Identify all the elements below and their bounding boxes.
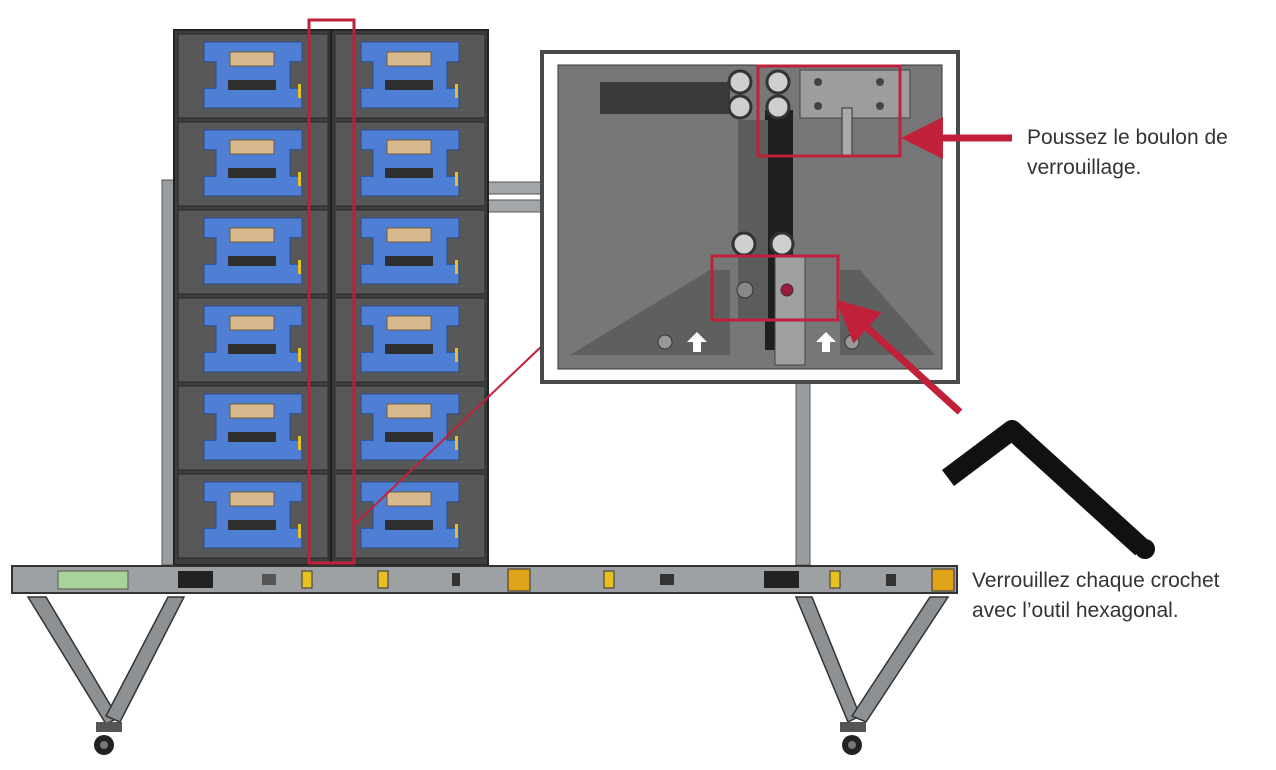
cabinet-module — [334, 473, 486, 559]
callout-hex-tool-line1: Verrouillez chaque crochet — [972, 569, 1220, 592]
cabinet-modules — [177, 33, 486, 559]
cabinet-module — [177, 33, 329, 119]
callout-lock-bolt-line2: verrouillage. — [1027, 156, 1142, 179]
highlight-lock-bolt — [756, 64, 902, 158]
lock-bolt — [841, 107, 853, 157]
callout-hex-tool: Verrouillez chaque crochet avec l’outil … — [972, 566, 1219, 626]
arrow-up-icon — [816, 332, 836, 352]
arrow-up-left-icon — [836, 299, 963, 415]
cabinet-module — [177, 209, 329, 295]
cabinet-module — [334, 209, 486, 295]
base-beam — [11, 565, 958, 594]
callout-hex-tool-line2: avec l’outil hexagonal. — [972, 599, 1179, 622]
cabinet-module — [177, 385, 329, 471]
callout-lock-bolt: Poussez le boulon de verrouillage. — [1027, 123, 1228, 183]
highlight-column — [307, 18, 356, 565]
callout-lock-bolt-line1: Poussez le boulon de — [1027, 126, 1228, 149]
cabinet-module — [177, 297, 329, 383]
cabinet-module — [334, 121, 486, 207]
cabinet-module — [334, 33, 486, 119]
zoom-rollers — [657, 69, 884, 350]
hex-key-icon — [942, 420, 1155, 559]
zoom-detail-panel — [540, 50, 960, 384]
highlight-hook — [710, 254, 840, 322]
zoom-connector-lines — [353, 342, 546, 526]
cabinet-module — [177, 473, 329, 559]
cabinet-module — [177, 121, 329, 207]
stand-legs — [26, 596, 950, 755]
arrow-up-icon — [687, 332, 707, 352]
cabinet-module — [334, 385, 486, 471]
cabinet-module — [334, 297, 486, 383]
